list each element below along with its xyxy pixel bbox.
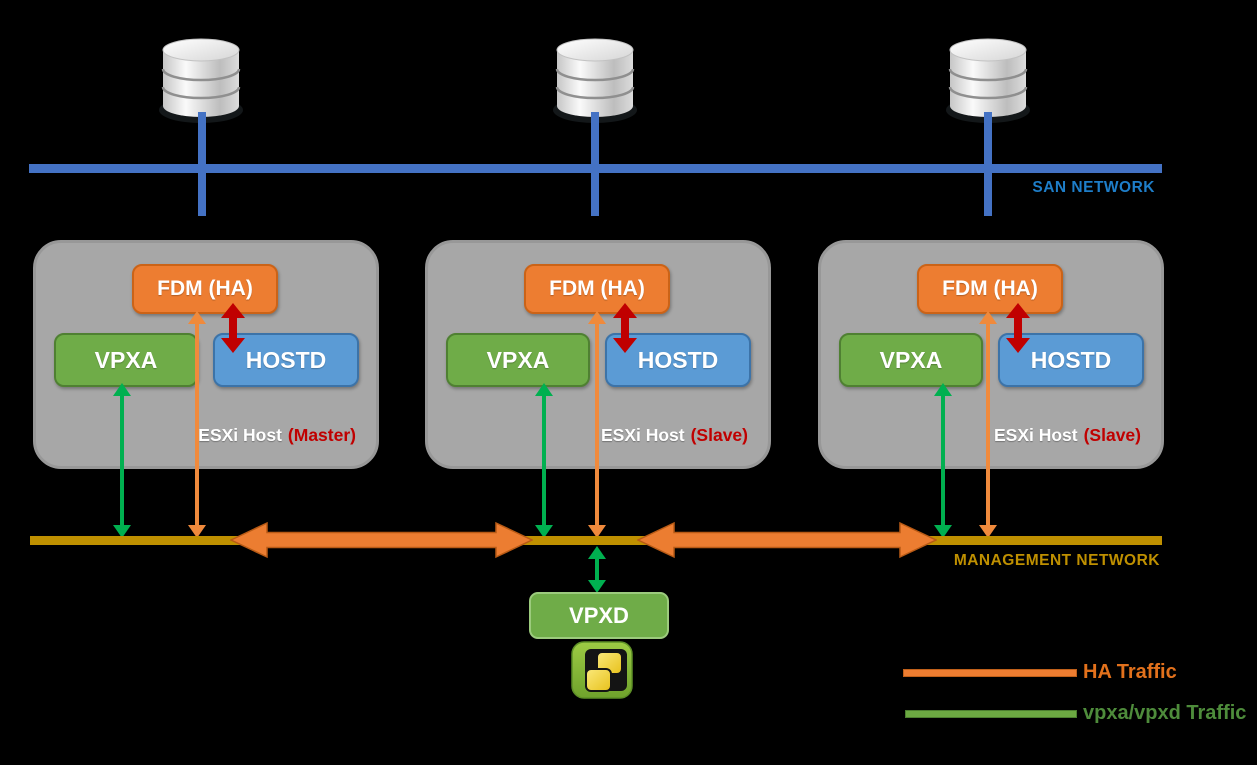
ha-traffic-arrow [979,311,997,538]
vpxd-box: VPXD [529,592,669,639]
management-network-line [30,536,1162,545]
host-title: ESXi Host(Master) [198,425,356,445]
fdm-hostd-arrow [1006,303,1030,353]
host-role: (Master) [287,425,356,445]
vpxa-box: VPXA [839,333,983,387]
vpxa-box: VPXA [446,333,590,387]
management-network-label: MANAGEMENT NETWORK [953,552,1160,569]
inter-host-ha-arrow [230,521,533,559]
ha-traffic-arrow [188,311,206,538]
vpxa-traffic-arrow [934,383,952,538]
vpxd-traffic-arrow [588,546,606,593]
legend-vpxa-vpxd-label: vpxa/vpxd Traffic [1083,702,1247,724]
legend-ha-traffic-label: HA Traffic [1083,661,1177,683]
host-role: (Slave) [690,425,748,445]
legend-ha-traffic-swatch [903,669,1077,677]
fdm-ha-box: FDM (HA) [524,264,670,314]
esxi-host-card: FDM (HA) VPXA HOSTD ESXi Host(Master) [33,240,379,469]
vpxa-box: VPXA [54,333,198,387]
host-title: ESXi Host(Slave) [600,425,748,445]
fdm-hostd-arrow [221,303,245,353]
fdm-ha-box: FDM (HA) [917,264,1063,314]
san-network-line [29,164,1162,173]
database-icon [159,38,243,123]
esxi-host-card: FDM (HA) VPXA HOSTD ESXi Host(Slave) [818,240,1164,469]
vsphere-logo-icon [571,641,633,699]
host-role: (Slave) [1083,425,1141,445]
database-icon [946,38,1030,123]
san-network-label: SAN NETWORK [1032,179,1155,196]
fdm-ha-box: FDM (HA) [132,264,278,314]
vpxa-traffic-arrow [535,383,553,538]
vpxa-traffic-arrow [113,383,131,538]
database-icon [553,38,637,123]
host-title: ESXi Host(Slave) [993,425,1141,445]
fdm-hostd-arrow [613,303,637,353]
ha-traffic-arrow [588,311,606,538]
legend-vpxa-vpxd-swatch [905,710,1077,718]
inter-host-ha-arrow [637,521,937,559]
